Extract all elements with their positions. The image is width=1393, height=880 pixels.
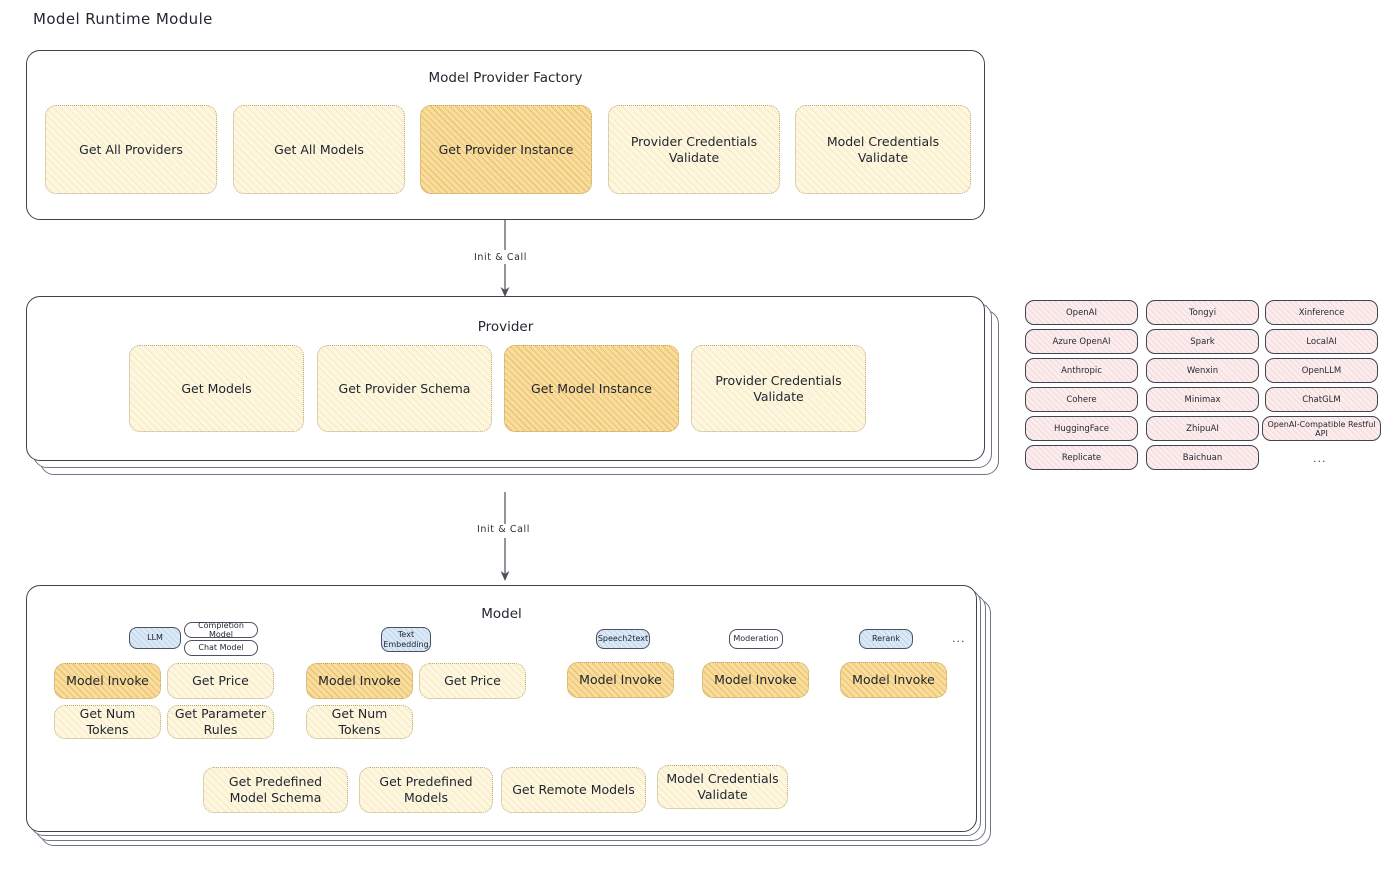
provider-chip-localai[interactable]: LocalAI — [1265, 329, 1378, 354]
llm-method-get-price[interactable]: Get Price — [167, 663, 274, 699]
provider-chip-replicate[interactable]: Replicate — [1025, 445, 1138, 470]
provider-chip-xinference[interactable]: Xinference — [1265, 300, 1378, 325]
provider-list-ellipsis: ... — [1313, 452, 1327, 465]
factory-method-model-credentials-validate[interactable]: Model Credentials Validate — [795, 105, 971, 194]
model-types-ellipsis: ... — [952, 632, 966, 645]
provider-chip-minimax[interactable]: Minimax — [1146, 387, 1259, 412]
provider-method-get-model-instance[interactable]: Get Model Instance — [504, 345, 679, 432]
provider-chip-chatglm[interactable]: ChatGLM — [1265, 387, 1378, 412]
arrow-label-init-call-2: Init & Call — [477, 524, 530, 535]
arrow-label-init-call-1: Init & Call — [474, 252, 527, 263]
factory-title: Model Provider Factory — [428, 70, 583, 86]
model-title: Model — [481, 606, 522, 622]
provider-chip-anthropic[interactable]: Anthropic — [1025, 358, 1138, 383]
provider-title: Provider — [477, 319, 534, 335]
text-embedding-method-get-price[interactable]: Get Price — [419, 663, 526, 699]
provider-method-get-models[interactable]: Get Models — [129, 345, 304, 432]
provider-chip-tongyi[interactable]: Tongyi — [1146, 300, 1259, 325]
model-shared-method-get-predefined-model-schema[interactable]: Get Predefined Model Schema — [203, 767, 348, 813]
model-type-pill-speech2text[interactable]: Speech2text — [596, 629, 650, 649]
page-title: Model Runtime Module — [33, 10, 213, 28]
factory-method-provider-credentials-validate[interactable]: Provider Credentials Validate — [608, 105, 780, 194]
llm-method-get-num-tokens[interactable]: Get Num Tokens — [54, 705, 161, 739]
model-shared-method-get-remote-models[interactable]: Get Remote Models — [501, 767, 646, 813]
rerank-method-model-invoke[interactable]: Model Invoke — [840, 662, 947, 698]
provider-chip-openai-compatible-restful-api[interactable]: OpenAI-Compatible Restful API — [1262, 416, 1381, 441]
arrow-factory-to-provider — [500, 220, 510, 297]
speech2text-method-model-invoke[interactable]: Model Invoke — [567, 662, 674, 698]
model-subtype-pill-completion-model[interactable]: Completion Model — [184, 621, 258, 639]
moderation-method-model-invoke[interactable]: Model Invoke — [702, 662, 809, 698]
provider-chip-openai[interactable]: OpenAI — [1025, 300, 1138, 325]
factory-method-get-all-providers[interactable]: Get All Providers — [45, 105, 217, 194]
provider-method-provider-credentials-validate[interactable]: Provider Credentials Validate — [691, 345, 866, 432]
text-embedding-method-model-invoke[interactable]: Model Invoke — [306, 663, 413, 699]
model-subtype-pill-chat-model[interactable]: Chat Model — [184, 640, 258, 656]
model-type-pill-moderation[interactable]: Moderation — [729, 629, 783, 649]
provider-chip-huggingface[interactable]: HuggingFace — [1025, 416, 1138, 441]
arrow-provider-to-model — [500, 492, 510, 581]
model-type-pill-llm[interactable]: LLM — [129, 627, 181, 649]
model-type-pill-rerank[interactable]: Rerank — [859, 629, 913, 649]
provider-chip-openllm[interactable]: OpenLLM — [1265, 358, 1378, 383]
model-shared-method-model-credentials-validate[interactable]: Model Credentials Validate — [657, 765, 788, 809]
provider-chip-baichuan[interactable]: Baichuan — [1146, 445, 1259, 470]
factory-method-get-all-models[interactable]: Get All Models — [233, 105, 405, 194]
provider-chip-cohere[interactable]: Cohere — [1025, 387, 1138, 412]
llm-method-model-invoke[interactable]: Model Invoke — [54, 663, 161, 699]
model-type-pill-text-embedding[interactable]: Text Embedding — [381, 627, 431, 652]
factory-method-get-provider-instance[interactable]: Get Provider Instance — [420, 105, 592, 194]
provider-chip-wenxin[interactable]: Wenxin — [1146, 358, 1259, 383]
llm-method-get-parameter-rules[interactable]: Get Parameter Rules — [167, 705, 274, 739]
provider-chip-zhipuai[interactable]: ZhipuAI — [1146, 416, 1259, 441]
model-shared-method-get-predefined-models[interactable]: Get Predefined Models — [359, 767, 493, 813]
text-embedding-method-get-num-tokens[interactable]: Get Num Tokens — [306, 705, 413, 739]
provider-method-get-provider-schema[interactable]: Get Provider Schema — [317, 345, 492, 432]
provider-chip-azure-openai[interactable]: Azure OpenAI — [1025, 329, 1138, 354]
provider-chip-spark[interactable]: Spark — [1146, 329, 1259, 354]
